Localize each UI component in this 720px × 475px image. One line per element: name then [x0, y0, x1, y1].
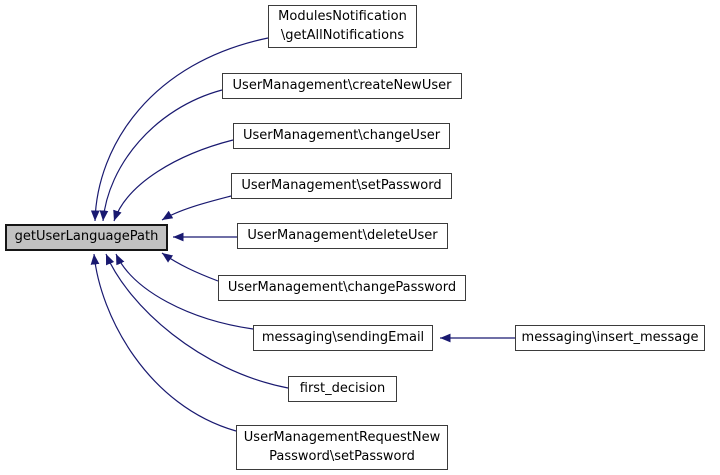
node-messaging-sendingemail[interactable]: messaging\sendingEmail [253, 325, 433, 351]
node-label: UserManagement\createNewUser [232, 77, 452, 93]
edge-changeuser-to-focus [113, 139, 234, 222]
node-getuserlanguagepath[interactable]: getUserLanguagePath [5, 224, 168, 251]
node-label: first_decision [299, 380, 386, 396]
node-label-line: \getAllNotifications [280, 27, 405, 43]
node-label: UserManagement\deleteUser [247, 227, 438, 243]
node-usermanagementrequestnewpassword-setpassword[interactable]: UserManagementRequestNew Password\setPas… [236, 425, 448, 470]
edge-setpassword-to-focus [161, 195, 232, 221]
edge-getallnotifications-to-focus [90, 37, 269, 222]
edge-sendingemail-to-focus [115, 253, 254, 330]
node-label: UserManagement\changePassword [227, 279, 457, 295]
node-label-line: UserManagementRequestNew [243, 429, 441, 445]
node-label: messaging\sendingEmail [261, 329, 425, 345]
node-modulesnotification-getallnotifications[interactable]: ModulesNotification \getAllNotifications [268, 5, 417, 48]
node-label: getUserLanguagePath [14, 229, 159, 245]
node-usermanagement-changepassword[interactable]: UserManagement\changePassword [218, 275, 466, 301]
edge-requestnewpassword-to-focus [90, 253, 237, 432]
node-label-line: Password\setPassword [269, 448, 415, 464]
node-label-line: ModulesNotification [278, 8, 407, 24]
edge-changepassword-to-focus [161, 252, 219, 282]
node-label: UserManagement\changeUser [242, 127, 441, 143]
node-label: UserManagement\setPassword [241, 177, 442, 193]
node-usermanagement-deleteuser[interactable]: UserManagement\deleteUser [237, 223, 448, 249]
edge-createnewuser-to-focus [99, 89, 223, 222]
edge-first-decision-to-focus [105, 253, 289, 389]
node-usermanagement-createnewuser[interactable]: UserManagement\createNewUser [222, 73, 462, 99]
node-first-decision[interactable]: first_decision [288, 376, 397, 402]
node-label: messaging\insert_message [521, 329, 699, 345]
node-usermanagement-setpassword[interactable]: UserManagement\setPassword [231, 173, 452, 199]
node-usermanagement-changeuser[interactable]: UserManagement\changeUser [233, 123, 450, 149]
node-messaging-insert-message[interactable]: messaging\insert_message [515, 325, 705, 351]
